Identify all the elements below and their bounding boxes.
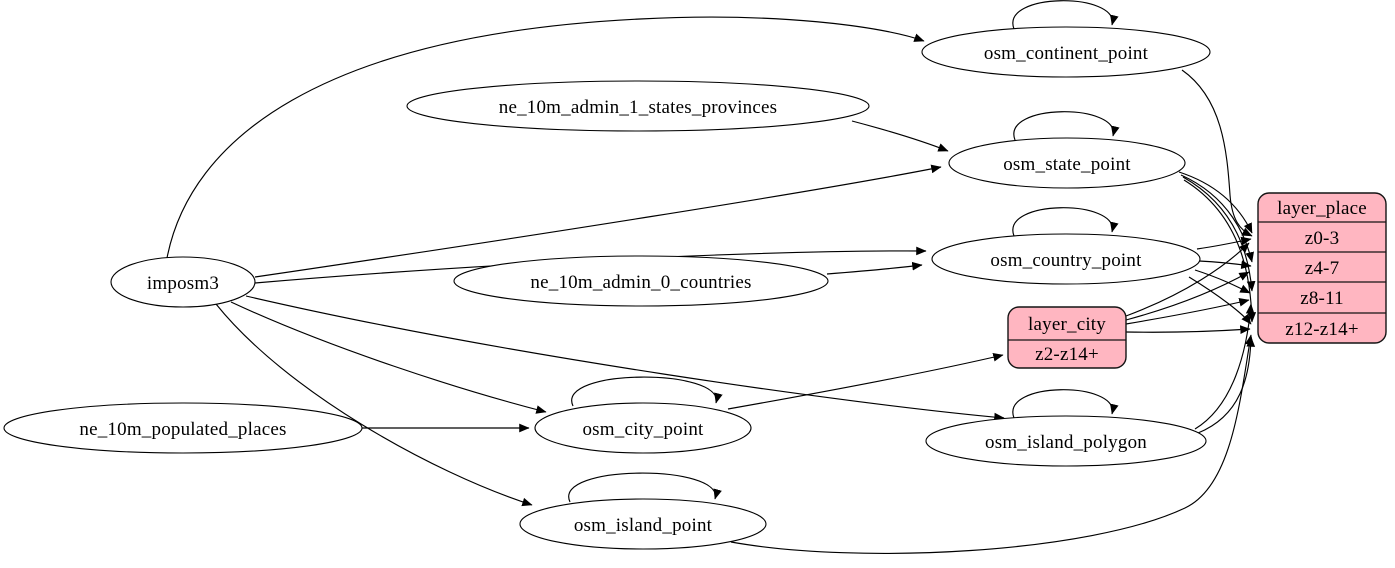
self-loop-osm-island-polygon <box>1012 389 1119 419</box>
edge-ne-countries-osm-country-point <box>826 261 923 275</box>
self-loop-osm-country-point <box>1012 207 1119 237</box>
node-osm-city-point: osm_city_point <box>534 402 752 454</box>
node-ne-10m-admin-0-countries: ne_10m_admin_0_countries <box>453 255 829 307</box>
edge-osm-state-point-z8-11 <box>1182 176 1256 292</box>
node-osm-country-point: osm_country_point <box>931 233 1201 285</box>
edge-layer-city-z8-11 <box>1125 298 1250 325</box>
edge-osm-island-point-z12-z14 <box>730 334 1254 554</box>
node-osm-island-polygon-label: osm_island_polygon <box>985 432 1147 453</box>
edge-osm-country-point-z0-3 <box>1196 236 1252 250</box>
node-layer-place-shape <box>1257 192 1387 344</box>
node-imposm3-label: imposm3 <box>147 273 219 294</box>
node-ne-states-label: ne_10m_admin_1_states_provinces <box>499 97 777 118</box>
edge-osm-city-point-layer-city <box>727 352 1004 410</box>
edge-imposm3-osm-continent-point <box>166 16 925 259</box>
node-osm-island-point: osm_island_point <box>519 498 767 550</box>
self-loop-osm-city-point <box>571 376 723 407</box>
node-osm-island-point-label: osm_island_point <box>574 515 713 536</box>
node-layer-city-shape <box>1007 306 1127 369</box>
node-ne-countries-label: ne_10m_admin_0_countries <box>530 272 751 293</box>
node-ne-states-shape <box>406 80 870 132</box>
edge-ne-states-osm-state-point <box>851 120 949 152</box>
node-layer-city: layer_city z2-z14+ <box>1007 306 1127 369</box>
layer-city-row-z2-z14: z2-z14+ <box>1035 344 1099 365</box>
edge-imposm3-osm-island-polygon <box>245 295 1005 422</box>
edge-osm-state-point-z4-7 <box>1180 174 1254 263</box>
node-imposm3-shape <box>110 256 256 308</box>
layer-place-title: layer_place <box>1277 198 1367 219</box>
self-loop-osm-continent-point <box>1012 0 1119 30</box>
node-osm-island-polygon: osm_island_polygon <box>925 415 1207 467</box>
edge-layer <box>166 0 1257 554</box>
edge-osm-country-point-z8-11 <box>1194 269 1251 294</box>
node-osm-state-shape <box>948 137 1186 189</box>
layer-place-row-z12-z14: z12-z14+ <box>1285 319 1359 340</box>
self-loop-osm-island-point <box>568 472 722 503</box>
node-osm-country-shape <box>931 233 1201 285</box>
self-loop-osm-state-point <box>1013 111 1120 141</box>
node-osm-continent-point: osm_continent_point <box>921 26 1211 78</box>
node-osm-island-polygon-shape <box>925 415 1207 467</box>
edge-imposm3-osm-city-point <box>230 301 547 414</box>
edge-layer-city-z12-z14 <box>1125 325 1251 335</box>
node-osm-continent-shape <box>921 26 1211 78</box>
edge-layer-city-z0-3 <box>1125 242 1250 317</box>
node-ne-10m-admin-1-states-provinces: ne_10m_admin_1_states_provinces <box>406 80 870 132</box>
node-osm-island-point-shape <box>519 498 767 550</box>
node-osm-city-shape <box>534 402 752 454</box>
node-osm-continent-label: osm_continent_point <box>984 43 1149 64</box>
node-ne-10m-populated-places: ne_10m_populated_places <box>3 402 363 454</box>
edge-osm-island-polygon-z8-11 <box>1194 303 1255 430</box>
edge-osm-state-point-z0-3 <box>1178 171 1253 234</box>
node-osm-city-label: osm_city_point <box>582 419 704 440</box>
edge-osm-country-point-z4-7 <box>1198 260 1252 269</box>
node-ne-populated-shape <box>3 402 363 454</box>
node-ne-populated-label: ne_10m_populated_places <box>79 419 286 440</box>
edge-imposm3-osm-island-point <box>215 303 533 507</box>
edge-osm-country-point-z12-z14 <box>1188 276 1252 325</box>
node-osm-state-label: osm_state_point <box>1003 154 1131 175</box>
node-osm-country-label: osm_country_point <box>990 250 1142 271</box>
node-imposm3: imposm3 <box>110 256 256 308</box>
layer-place-row-z4-7: z4-7 <box>1305 258 1340 279</box>
edge-osm-island-polygon-z12-z14 <box>1197 336 1256 434</box>
node-ne-countries-shape <box>453 255 829 307</box>
edge-imposm3-osm-state-point <box>254 164 942 278</box>
edge-layer-city-z4-7 <box>1125 271 1250 321</box>
layer-place-row-z8-11: z8-11 <box>1300 288 1344 309</box>
layer-city-title: layer_city <box>1028 314 1106 335</box>
node-osm-state-point: osm_state_point <box>948 137 1186 189</box>
edge-osm-continent-point-z0-3 <box>1181 69 1253 237</box>
layer-place-row-z0-3: z0-3 <box>1305 228 1340 249</box>
node-layer-place: layer_place z0-3 z4-7 z8-11 z12-z14+ <box>1257 192 1387 344</box>
